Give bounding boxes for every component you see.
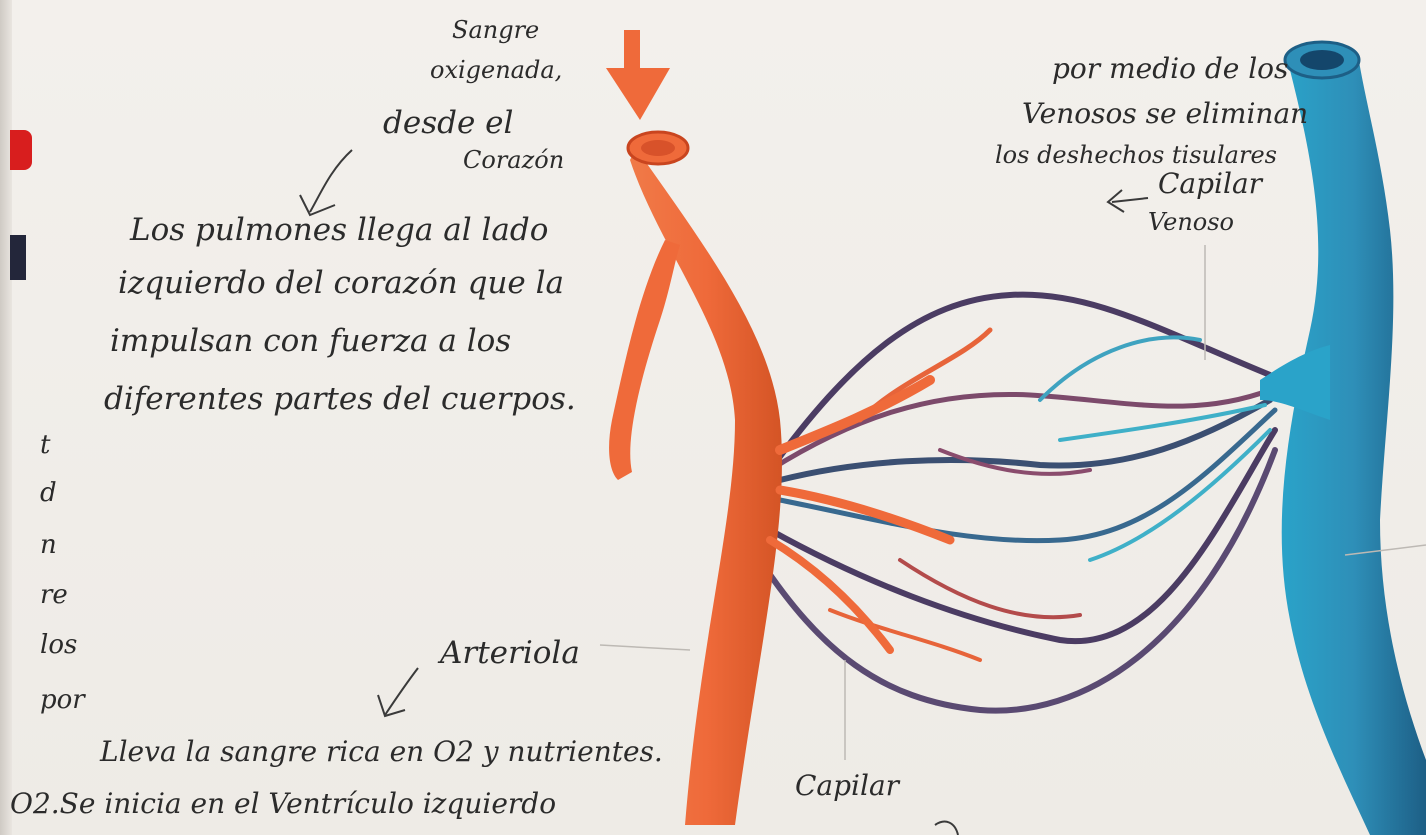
margin-fragment: d [40,478,57,508]
capilar-venoso-line2: Venoso [1148,210,1234,234]
downward-arrow-icon [606,30,670,120]
heart-note-line4: Corazón [463,148,564,172]
heart-note-line3: desde el [383,108,513,139]
venous-note-line1: por medio de los [1052,55,1288,83]
paragraph-line3: impulsan con fuerza a los [110,326,511,357]
margin-fragment: n [40,530,57,560]
margin-fragment: t [40,430,50,460]
arteriola-label: Arteriola [440,638,580,669]
heart-note-line1: Sangre [452,18,539,42]
margin-fragment: los [40,630,77,660]
capilar-venoso-line1: Capilar [1158,170,1262,198]
bottom-note-line2: O2.Se inicia en el Ventrículo izquierdo [10,790,556,818]
margin-fragment: por [40,685,85,715]
margin-fragment: re [40,580,68,610]
paragraph-line4: diferentes partes del cuerpos. [104,384,576,415]
heart-note-line2: oxigenada, [430,58,562,82]
artery [609,132,950,825]
paragraph-line1: Los pulmones llega al lado [130,215,548,246]
paragraph-line2: izquierdo del corazón que la [118,268,564,299]
capilar-bottom-label: Capilar [795,772,899,800]
bottom-note-line1: Lleva la sangre rica en O2 y nutrientes. [100,738,663,766]
vein [1260,42,1426,835]
venous-note-line3: los deshechos tisulares [995,143,1277,167]
venous-note-line2: Venosos se eliminan [1022,100,1308,128]
